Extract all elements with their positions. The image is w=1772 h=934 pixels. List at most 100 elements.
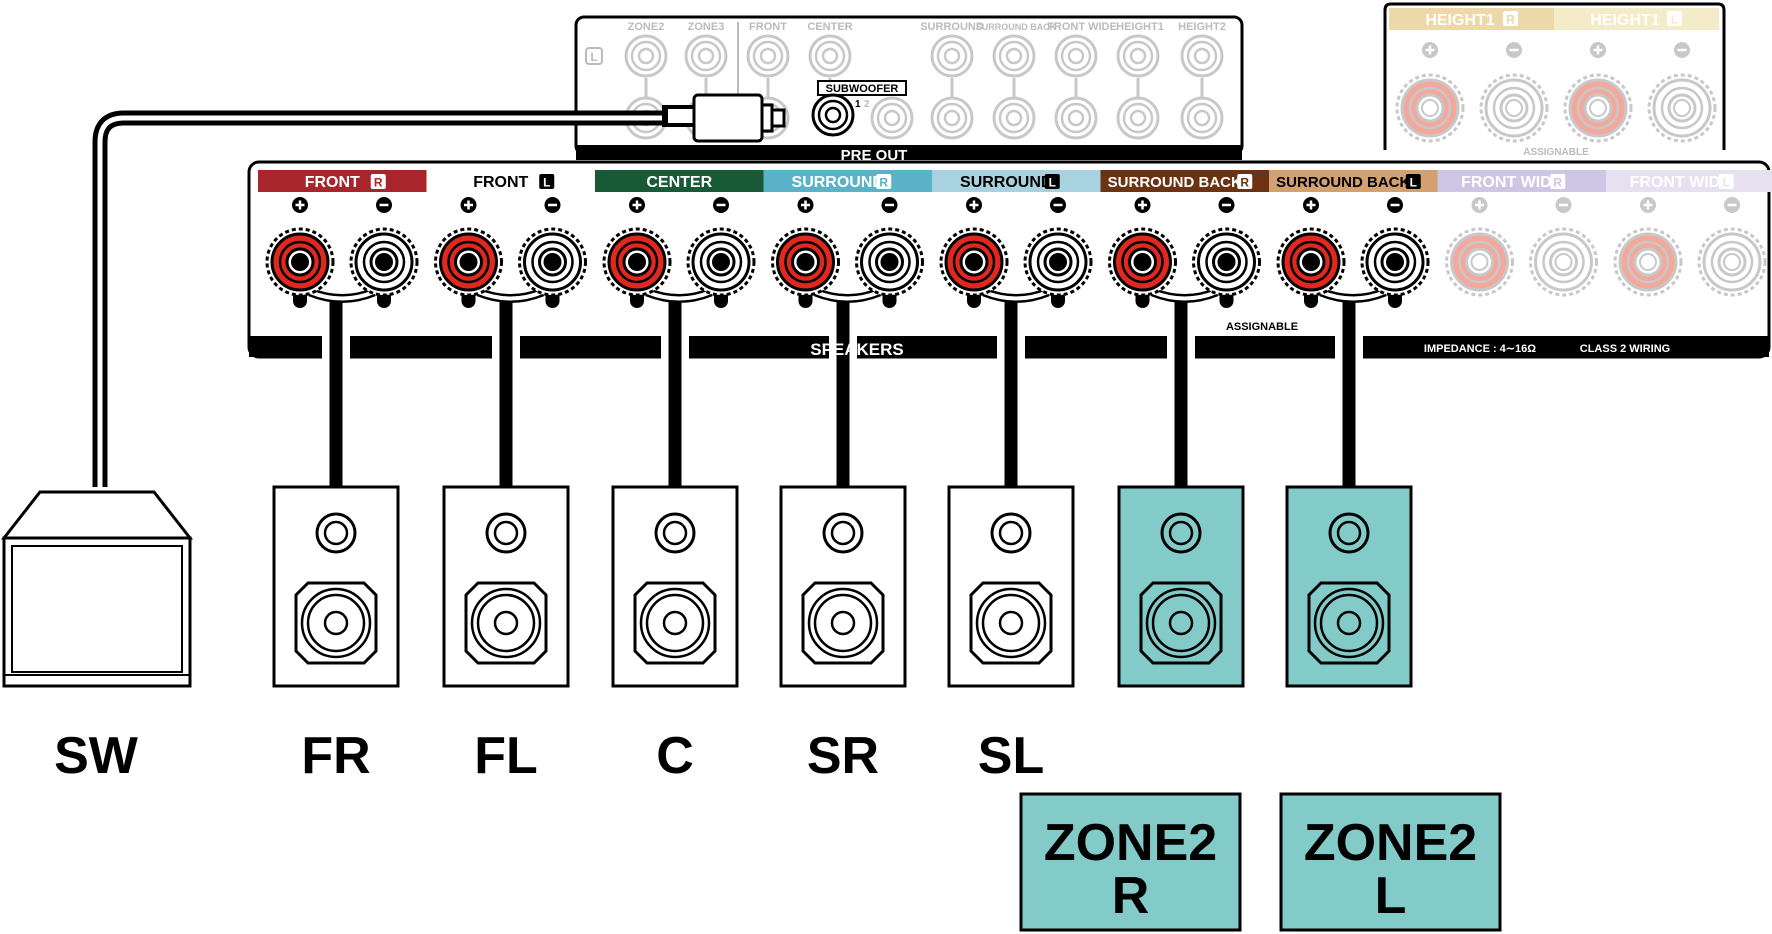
terminal-pos-3[interactable] xyxy=(771,227,840,297)
terminal-neg-8[interactable] xyxy=(1697,227,1767,297)
height1-r-marker: R xyxy=(1506,13,1515,27)
plus-icon-5 xyxy=(1134,197,1151,213)
preout-l-marker-box xyxy=(585,47,603,65)
plus-icon-8 xyxy=(1640,197,1656,213)
channel-label-7: FRONT WIDE xyxy=(1461,174,1563,191)
channel-label-0: FRONT xyxy=(305,174,360,191)
terminal-neg-1[interactable] xyxy=(518,227,587,297)
channel-header-0: FRONT R xyxy=(258,170,427,192)
preout-jack-top-7[interactable] xyxy=(1116,34,1160,78)
rca-plug xyxy=(692,93,786,143)
channel-marker-4: L xyxy=(1049,176,1056,190)
cable-5 xyxy=(1167,302,1195,488)
plus-icon-height-0 xyxy=(1422,42,1438,58)
terminal-pos-2[interactable] xyxy=(602,227,672,297)
terminal-pos-0[interactable] xyxy=(265,227,335,297)
speaker-label-sw: SW xyxy=(54,727,139,785)
channel-header-2: CENTER xyxy=(595,170,764,192)
speaker-icons xyxy=(0,485,1413,688)
channel-label-5: SURROUND BACK xyxy=(1108,174,1242,191)
preout-jack-bottom-8[interactable] xyxy=(1180,96,1224,140)
channel-label-4: SURROUND xyxy=(960,174,1052,191)
plus-icon-1 xyxy=(460,197,477,213)
zone-box-line1-0: ZONE2 xyxy=(1044,814,1217,872)
minus-icon-5 xyxy=(1218,197,1235,213)
channel-marker-0: R xyxy=(374,176,383,190)
preout-header-0: ZONE2 xyxy=(628,21,665,33)
terminal-pos-5[interactable] xyxy=(1108,227,1177,297)
speaker-sr xyxy=(779,485,907,688)
terminal-neg-0[interactable] xyxy=(349,227,419,297)
plus-icon-height-2 xyxy=(1590,42,1606,58)
preout-jack-bottom-5[interactable] xyxy=(992,96,1036,140)
wiring-label: CLASS 2 WIRING xyxy=(1580,343,1670,355)
channel-label-2: CENTER xyxy=(646,174,712,191)
channel-marker-box-1 xyxy=(539,174,555,189)
height1-l-label: HEIGHT1 xyxy=(1590,12,1659,29)
minus-icon-8 xyxy=(1724,197,1740,213)
minus-icon-height-3 xyxy=(1674,42,1690,58)
height-terminals xyxy=(1395,42,1717,143)
speakers-title: SPEAKERS xyxy=(810,340,904,359)
subwoofer-preout-jack[interactable] xyxy=(811,93,855,137)
minus-icon-1 xyxy=(544,197,561,213)
speaker-sl xyxy=(947,485,1075,688)
terminal-pos-1[interactable] xyxy=(434,227,503,297)
terminal-pos-7[interactable] xyxy=(1445,227,1514,297)
speaker-fr xyxy=(272,485,400,688)
height-terminal-3[interactable] xyxy=(1647,73,1717,143)
minus-icon-7 xyxy=(1555,197,1572,213)
preout-header-7: HEIGHT1 xyxy=(1116,21,1164,33)
preout-jack-subwoofer-2[interactable] xyxy=(870,96,914,140)
height-terminal-0[interactable] xyxy=(1395,73,1465,143)
preout-jack-top-0[interactable] xyxy=(624,34,668,78)
preout-jack-top-5[interactable] xyxy=(992,34,1036,78)
preout-jack-top-2[interactable] xyxy=(746,34,790,78)
preout-title: PRE OUT xyxy=(841,147,908,164)
terminal-neg-5[interactable] xyxy=(1192,227,1261,297)
terminal-neg-3[interactable] xyxy=(855,227,924,297)
height-terminal-1[interactable] xyxy=(1479,73,1549,143)
preout-jack-bottom-6[interactable] xyxy=(1054,96,1098,140)
impedance-label: IMPEDANCE : 4∼16Ω xyxy=(1424,343,1536,355)
preout-title-bar xyxy=(576,145,1242,160)
preout-jack-top-3[interactable] xyxy=(808,34,852,78)
terminal-neg-2[interactable] xyxy=(686,227,756,297)
preout-jack-top-1[interactable] xyxy=(684,34,728,78)
channel-marker-box-6 xyxy=(1405,174,1421,189)
terminal-neg-7[interactable] xyxy=(1529,227,1598,297)
terminal-pos-4[interactable] xyxy=(939,227,1009,297)
preout-jack-top-8[interactable] xyxy=(1180,34,1224,78)
speaker-label-sl: SL xyxy=(978,727,1044,785)
zone-box-line1-1: ZONE2 xyxy=(1304,814,1477,872)
preout-header-2: FRONT xyxy=(749,21,787,33)
preout-jack-top-4[interactable] xyxy=(930,34,974,78)
plus-icon-2 xyxy=(629,197,645,213)
terminal-neg-6[interactable] xyxy=(1360,227,1430,297)
terminal-pos-6[interactable] xyxy=(1276,227,1346,297)
speaker-label-fl: FL xyxy=(474,727,538,785)
preout-jack-bottom-4[interactable] xyxy=(930,96,974,140)
speaker-label-sr: SR xyxy=(807,727,879,785)
preout-l-marker: L xyxy=(590,50,597,64)
speaker-cables xyxy=(322,302,1363,488)
speakers-assignable-label: ASSIGNABLE xyxy=(1226,321,1298,333)
height-terminal-2[interactable] xyxy=(1563,73,1633,143)
channel-marker-box-0 xyxy=(370,174,386,189)
preout-jack-top-6[interactable] xyxy=(1054,34,1098,78)
minus-icon-6 xyxy=(1387,197,1403,213)
terminal-pos-8[interactable] xyxy=(1613,227,1683,297)
terminal-neg-4[interactable] xyxy=(1023,227,1093,297)
speaker-terminals xyxy=(265,197,1767,308)
preout-jack-bottom-7[interactable] xyxy=(1116,96,1160,140)
speaker-zone2-r xyxy=(1117,485,1245,688)
channel-marker-box-4 xyxy=(1044,174,1060,189)
subwoofer-num-2: 2 xyxy=(864,99,870,110)
